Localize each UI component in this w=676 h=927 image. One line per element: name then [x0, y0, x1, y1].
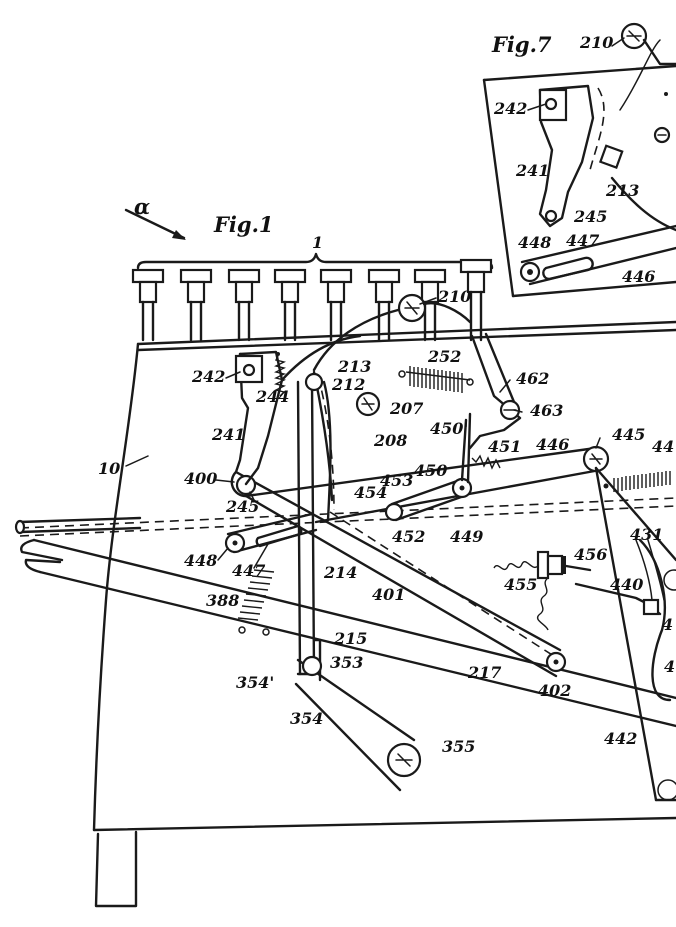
label-244: 244: [255, 387, 289, 406]
rod-214: [296, 372, 332, 682]
label-354p: 354': [236, 673, 274, 692]
key-row: [131, 258, 493, 342]
label-242-fig7: 242: [493, 99, 527, 118]
label-213: 213: [337, 357, 371, 376]
label-448-fig7: 448: [518, 233, 551, 252]
label-241-fig7: 241: [515, 161, 549, 180]
label-455: 455: [504, 575, 537, 594]
label-431: 431: [630, 525, 663, 544]
label-400: 400: [184, 469, 217, 488]
label-210-fig7: 210: [579, 33, 613, 52]
lever-462: [468, 332, 522, 450]
label-453: 453: [380, 471, 413, 490]
fig1-title: Fig.1: [213, 212, 274, 237]
leader-lines: [125, 37, 625, 569]
lever-241: [234, 334, 362, 486]
label-215: 215: [333, 629, 367, 648]
link-447: [224, 512, 318, 554]
lever-446: [244, 445, 610, 524]
alpha-arrow: [124, 208, 186, 240]
rod-left: [14, 516, 142, 535]
lever-442: [594, 466, 676, 802]
spring-388: [237, 569, 275, 636]
spring-right: [613, 471, 671, 492]
key-brace: [136, 252, 494, 270]
contact-455-456: [493, 550, 592, 631]
spring-244: [273, 355, 287, 397]
fig7-title: Fig.7: [491, 32, 552, 57]
label-462: 462: [516, 369, 549, 388]
label-450p: 450': [430, 419, 468, 438]
label-4b: 4: [664, 657, 675, 676]
frame-10: [92, 320, 676, 908]
part-440: [574, 539, 665, 616]
label-451: 451: [488, 437, 521, 456]
dashed-line-lower: [19, 505, 676, 537]
alpha-label: α: [134, 194, 150, 219]
fig7-inset: [482, 22, 676, 298]
label-447: 447: [232, 561, 265, 580]
label-10: 10: [98, 459, 120, 478]
label-450: 450: [414, 461, 447, 480]
label-446-fig7: 446: [622, 267, 655, 286]
label-208: 208: [373, 431, 407, 450]
label-454: 454: [354, 483, 387, 502]
label-214: 214: [323, 563, 357, 582]
label-241: 241: [211, 425, 245, 444]
label-242: 242: [191, 367, 225, 386]
label-353: 353: [330, 653, 363, 672]
label-207: 207: [389, 399, 423, 418]
lever-217: [20, 538, 676, 728]
label-401: 401: [372, 585, 405, 604]
reference-labels: Fig.1 Fig.7 α 1 10 207 208 210 210 212 2…: [98, 32, 675, 756]
label-4a: 4: [662, 615, 673, 634]
label-355: 355: [442, 737, 475, 756]
label-442: 442: [604, 729, 637, 748]
label-452: 452: [392, 527, 425, 546]
dashed-line-upper: [19, 497, 676, 529]
label-402: 402: [538, 681, 571, 700]
label-245-fig7: 245: [573, 207, 607, 226]
pivot-210: [312, 293, 472, 372]
label-388: 388: [206, 591, 239, 610]
label-252: 252: [427, 347, 461, 366]
label-440: 440: [610, 575, 643, 594]
label-449: 449: [450, 527, 483, 546]
label-354: 354: [290, 709, 323, 728]
label-446: 446: [536, 435, 569, 454]
label-448: 448: [184, 551, 217, 570]
label-456: 456: [574, 545, 607, 564]
label-445: 445: [612, 425, 645, 444]
label-212: 212: [331, 375, 365, 394]
label-1: 1: [312, 233, 323, 252]
label-44x: 44: [652, 437, 674, 456]
label-463: 463: [530, 401, 563, 420]
label-447-fig7: 447: [566, 231, 599, 250]
label-213-fig7: 213: [605, 181, 639, 200]
label-217: 217: [467, 663, 501, 682]
link-354: [294, 655, 422, 792]
spring-252: [398, 366, 474, 393]
spring-451: [471, 454, 501, 470]
alpha-arrowhead: [172, 230, 186, 240]
label-210: 210: [437, 287, 471, 306]
label-245: 245: [225, 497, 259, 516]
